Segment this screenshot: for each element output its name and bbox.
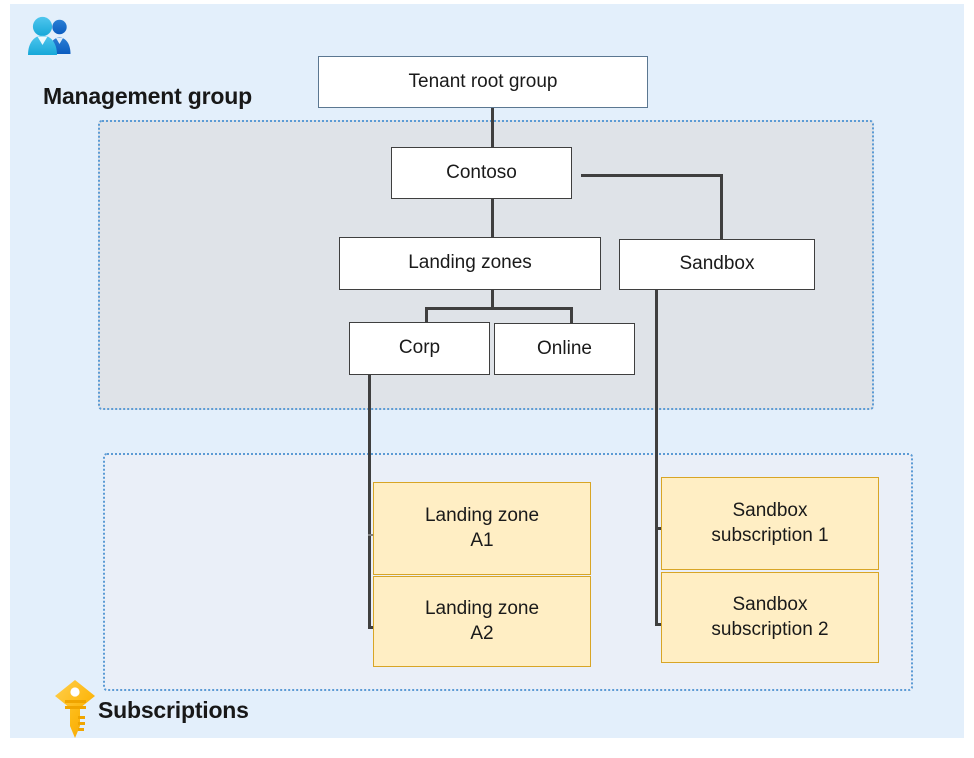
node-landing-zones[interactable]: Landing zones <box>339 237 601 290</box>
connector-root-to-contoso <box>491 107 494 152</box>
connector-landingzones-bus <box>425 307 573 310</box>
node-landing-zone-a1-line1: Landing zone <box>424 505 540 527</box>
key-icon <box>52 678 100 740</box>
connector-contoso-elbow-to-sandbox <box>720 174 723 243</box>
connector-bus-to-online <box>570 307 573 327</box>
node-landing-zone-a2[interactable]: Landing zone A2 <box>373 576 591 667</box>
node-sandbox-subscription-2-line2: subscription 2 <box>711 618 829 640</box>
connector-bus-to-corp <box>425 307 428 327</box>
management-group-label: Management group <box>43 83 252 109</box>
node-sandbox-subscription-1-line2: subscription 1 <box>711 524 829 546</box>
node-landing-zone-a2-line1: Landing zone <box>424 598 540 620</box>
node-sandbox-subscription-2-line1: Sandbox <box>732 594 808 616</box>
node-sandbox-subscription-1-line1: Sandbox <box>732 500 808 522</box>
connector-corp-down <box>368 375 371 628</box>
node-landing-zone-a1-line2: A1 <box>470 529 494 551</box>
node-sandbox[interactable]: Sandbox <box>619 239 815 290</box>
node-sandbox-subscription-2[interactable]: Sandbox subscription 2 <box>661 572 879 663</box>
node-sandbox-subscription-1[interactable]: Sandbox subscription 1 <box>661 477 879 570</box>
connector-sandbox-down <box>655 289 658 626</box>
node-landing-zone-a1[interactable]: Landing zone A1 <box>373 482 591 575</box>
node-online[interactable]: Online <box>494 323 635 375</box>
connector-contoso-elbow-horizontal <box>581 174 723 177</box>
subscriptions-label: Subscriptions <box>98 697 249 723</box>
connector-landingzones-stem <box>491 289 494 309</box>
diagram-canvas: Tenant root group Contoso Landing zones … <box>10 4 964 738</box>
node-landing-zone-a2-line2: A2 <box>470 622 494 644</box>
connector-contoso-to-landingzones <box>491 198 494 243</box>
node-contoso[interactable]: Contoso <box>391 147 572 199</box>
node-corp[interactable]: Corp <box>349 322 490 375</box>
people-icon <box>26 14 74 58</box>
node-tenant-root-group[interactable]: Tenant root group <box>318 56 648 108</box>
